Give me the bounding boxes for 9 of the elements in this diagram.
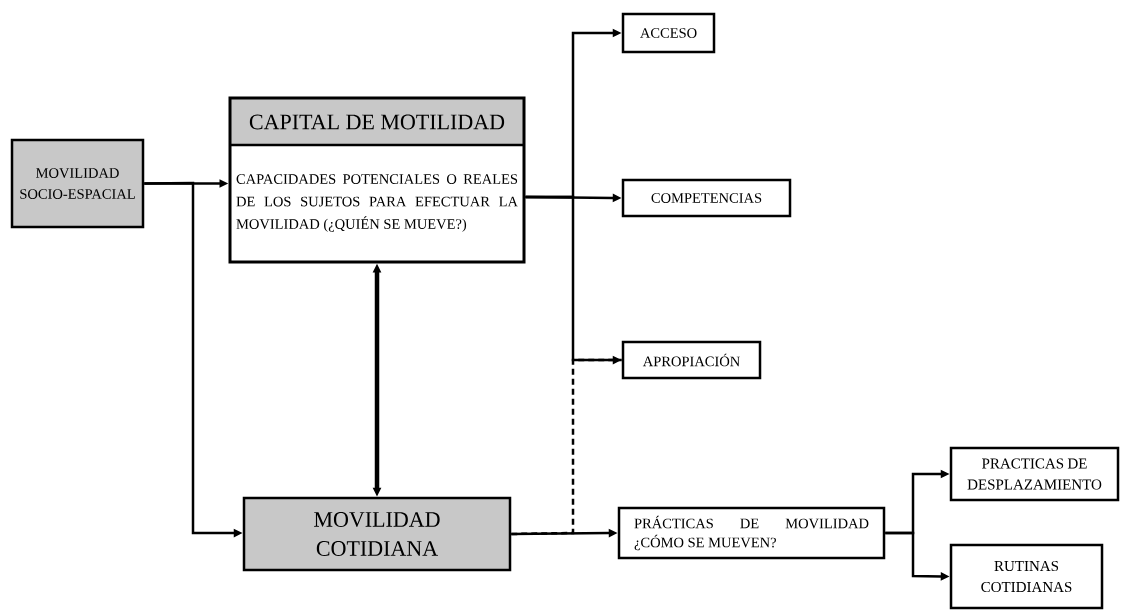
concept-box: PRACTICAS DE DESPLAZAMIENTO <box>949 446 1120 502</box>
concept-box: RUTINAS COTIDIANAS <box>949 543 1104 610</box>
concept-box: MOVILIDAD SOCIO-ESPACIAL <box>10 138 145 229</box>
concept-box: ACCESO <box>621 12 716 54</box>
concept-box: COMPETENCIAS <box>621 178 792 218</box>
concept-box: APROPIACIÓN <box>621 340 762 380</box>
concept-box: PRÁCTICAS DE MOVILIDAD ¿CÓMO SE MUEVEN? <box>617 506 886 560</box>
concept-box: MOVILIDAD COTIDIANA <box>242 496 512 572</box>
concept-box: CAPITAL DE MOTILIDAD CAPACIDADES POTENCIALES O REALES DE LOS SUJETOS PARA EFECTUAR LA MOVILIDAD (¿QUIÉN SE MUEVE?) <box>228 96 526 264</box>
